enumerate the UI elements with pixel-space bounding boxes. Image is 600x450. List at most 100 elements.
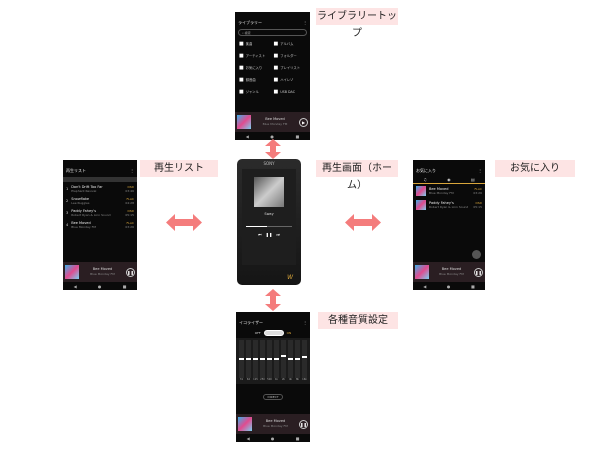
eq-toggle[interactable] [263, 330, 284, 336]
track-num: 4 [66, 223, 69, 227]
np-artist: Blue Monday FM [262, 122, 288, 126]
eq-band[interactable]: 8k [295, 340, 300, 382]
direct-toggle[interactable]: DIRECT [263, 394, 283, 400]
track-format: DSD [127, 185, 134, 189]
library-title: ライブラリー [238, 20, 262, 25]
eq-slider-handle[interactable] [239, 358, 244, 360]
search-input[interactable]: ⌕ 検索 [238, 29, 307, 36]
library-item[interactable]: ■お気に入り [239, 65, 272, 71]
pause-button[interactable]: ❚❚ [265, 232, 273, 237]
eq-slider-handle[interactable] [288, 358, 293, 360]
track-num: 3 [66, 211, 69, 215]
library-item[interactable]: ■プレイリスト [274, 65, 307, 71]
back-icon[interactable]: ◀ [73, 283, 77, 289]
walkman-logo: W [287, 274, 293, 281]
eq-slider-handle[interactable] [260, 358, 265, 360]
library-item[interactable]: ■ハイレゾ [274, 77, 307, 83]
item-label: USB DAC [280, 90, 296, 94]
eq-band[interactable]: 1k [274, 340, 279, 382]
item-label: ジャンル [245, 90, 259, 94]
eq-band[interactable]: 250 [260, 340, 265, 382]
menu-icon[interactable]: ⋮ [303, 320, 307, 325]
prev-button[interactable]: ⏮ [258, 232, 262, 237]
track-num: 1 [66, 187, 69, 191]
library-item[interactable]: ■USB DAC [274, 89, 307, 95]
track-time: 03:46 [125, 189, 134, 193]
seek-bar[interactable] [246, 226, 292, 227]
back-icon[interactable]: ◀ [246, 435, 250, 441]
eq-band[interactable]: 4k [288, 340, 293, 382]
menu-icon[interactable]: ⋮ [303, 20, 307, 25]
eq-band[interactable]: 125 [253, 340, 258, 382]
shuffle-button[interactable] [472, 250, 481, 259]
album-art [415, 265, 429, 279]
home-icon[interactable]: ● [270, 435, 275, 441]
home-icon[interactable]: ● [97, 283, 102, 289]
play-button[interactable]: ▶ [299, 117, 308, 127]
tab-playlists[interactable]: ▤ [471, 177, 475, 182]
track-format: DSD [127, 209, 134, 213]
recent-icon[interactable]: ■ [295, 435, 300, 441]
item-icon: ■ [273, 89, 279, 95]
next-button[interactable]: ⏭ [276, 232, 280, 237]
menu-icon[interactable]: ⋮ [130, 168, 134, 173]
eq-slider-handle[interactable] [253, 358, 258, 360]
item-icon: ■ [239, 77, 244, 83]
recent-icon[interactable]: ■ [470, 283, 475, 289]
home-icon[interactable]: ● [270, 133, 274, 139]
menu-icon[interactable]: ⋮ [478, 168, 482, 173]
library-item[interactable]: ■録音曲 [239, 77, 272, 83]
library-item[interactable]: ■アーティスト [239, 53, 272, 59]
item-icon: ■ [239, 65, 244, 71]
eq-band-label: 4k [288, 378, 293, 381]
eq-slider-handle[interactable] [281, 355, 286, 357]
library-item[interactable]: ■アルバム [274, 41, 307, 47]
eq-slider-handle[interactable] [274, 358, 279, 360]
library-item[interactable]: ■フォルダー [274, 53, 307, 59]
track-time: 04:28 [125, 201, 134, 205]
eq-band-label: 2k [281, 378, 286, 381]
item-icon: ■ [273, 53, 279, 59]
eq-slider-handle[interactable] [246, 358, 251, 360]
back-icon[interactable]: ◀ [245, 133, 249, 139]
library-item[interactable]: ■楽曲 [239, 41, 272, 47]
eq-band[interactable]: 16k [302, 340, 307, 382]
favorites-tabs: ♫ ◉ ▤ [413, 176, 485, 184]
eq-slider-handle[interactable] [295, 358, 300, 360]
recent-icon[interactable]: ■ [295, 133, 300, 139]
home-icon[interactable]: ● [446, 283, 451, 289]
playlist-title: 再生リスト [66, 168, 86, 173]
track-format: FLAC [474, 187, 482, 191]
playlist-bar [63, 177, 137, 182]
eq-band[interactable]: 31 [239, 340, 244, 382]
search-placeholder: 検索 [244, 31, 251, 35]
pause-button[interactable]: ❚❚ [299, 419, 308, 429]
back-icon[interactable]: ◀ [423, 283, 427, 289]
eq-slider-handle[interactable] [267, 358, 272, 360]
pause-button[interactable]: ❚❚ [474, 267, 483, 277]
eq-slider-handle[interactable] [302, 356, 307, 358]
library-item[interactable]: ■ジャンル [239, 89, 272, 95]
track-title: Snowflake [71, 197, 90, 201]
pause-button[interactable]: ❚❚ [126, 267, 135, 277]
label-home: 再生画面（ホーム） [316, 160, 398, 191]
recent-icon[interactable]: ■ [122, 283, 127, 289]
eq-band[interactable]: 62 [246, 340, 251, 382]
album-art [416, 186, 426, 196]
eq-band[interactable]: 2k [281, 340, 286, 382]
tab-tracks[interactable]: ♫ [423, 177, 427, 182]
label-playlist: 再生リスト [140, 160, 218, 177]
eq-band[interactable]: 500 [267, 340, 272, 382]
tab-albums[interactable]: ◉ [447, 177, 451, 182]
